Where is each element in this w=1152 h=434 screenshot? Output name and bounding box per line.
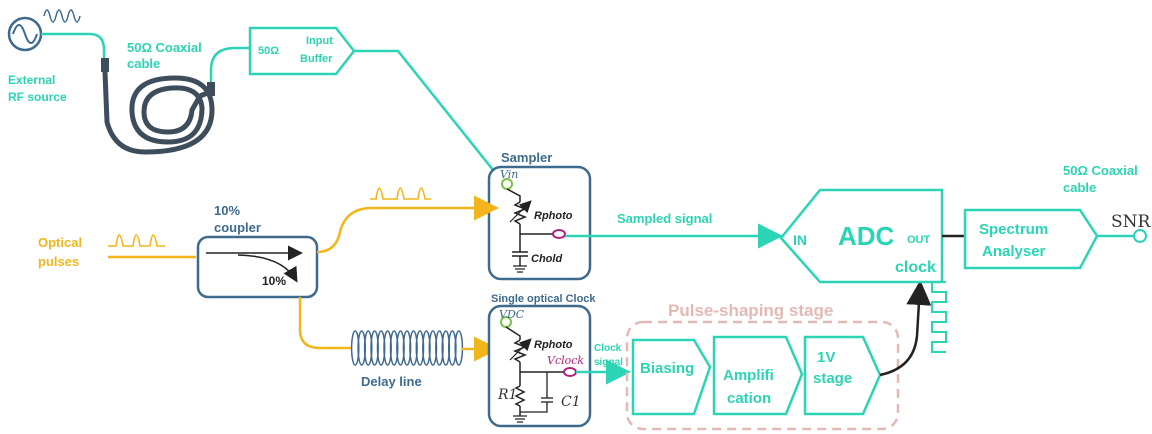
delay-line-coil: [350, 330, 464, 366]
biasing-block: [631, 338, 712, 416]
chold-label: Chold: [531, 253, 562, 265]
delay-coil-loop: [435, 330, 444, 366]
sampler-output-node-icon: [552, 229, 566, 239]
rphoto-2-label: Rphoto: [534, 339, 573, 351]
spectrum-analyser: Spectrum Analyser: [963, 208, 1099, 270]
input-buffer: 50Ω Input Buffer: [248, 26, 356, 76]
clock-signal-label-1: Clock: [594, 343, 622, 354]
rf-source: External RF source: [7, 9, 81, 104]
coupler-box: 10% coupler 10%: [196, 203, 319, 299]
r1-resistor-icon: [514, 385, 526, 407]
buffer-label-1: Input: [306, 35, 333, 47]
vclock-node-icon: [563, 367, 577, 377]
c1-label: C1: [561, 394, 581, 410]
biasing-label: Biasing: [640, 360, 694, 377]
coax2-label-2: cable: [1063, 180, 1096, 195]
pulse-to-adc-clock-line: [879, 280, 932, 377]
pulse-stage-title: Pulse-shaping stage: [668, 301, 833, 320]
rf-source-label-1: External: [8, 73, 55, 87]
coax2-label-1: 50Ω Coaxial: [1063, 163, 1138, 178]
coax1-label-1: 50Ω Coaxial: [127, 40, 202, 55]
coupler-ratio-label: 10%: [262, 274, 286, 288]
cable-connector-right: [207, 82, 215, 96]
spectrum-label-2: Analyser: [982, 243, 1046, 260]
r1-label: R1: [497, 387, 517, 403]
optical-input: Optical pulses: [38, 234, 196, 269]
cable-connector-left: [101, 58, 109, 72]
delay-line-label: Delay line: [361, 374, 422, 389]
coupler-to-delay-optical: [298, 297, 352, 350]
adc-block: IN ADC OUT clock: [779, 188, 944, 284]
sampler-title: Sampler: [501, 150, 552, 165]
optical-label-1: Optical: [38, 235, 82, 250]
rphoto-1-label: Rphoto: [534, 210, 573, 222]
buffer-label-2: Buffer: [300, 53, 333, 65]
coaxial-cable-1: 50Ω Coaxial cable: [41, 32, 250, 155]
vin-label: Vin: [500, 168, 518, 181]
optical-pulses-icon-1: [108, 234, 165, 247]
optical-clock-box: Single optical Clock VDC Rphoto Vclock R…: [487, 293, 596, 428]
photoresistor-2-icon: [512, 339, 528, 363]
sampled-signal-label: Sampled signal: [617, 211, 712, 226]
vdc-label: VDC: [499, 308, 525, 321]
delay-coil-loop: [409, 330, 418, 366]
clock-square-wave-icon: [931, 281, 947, 353]
sampler-box: Sampler Vin Rphoto Chold: [487, 150, 592, 281]
coax1-label-2: cable: [127, 56, 160, 71]
one-v-stage-block: [803, 335, 882, 416]
sine-wave-output-icon: [43, 9, 81, 23]
optical-pulses-icon-2: [370, 187, 431, 200]
buffer-ohm-label: 50Ω: [258, 45, 279, 57]
amplification-block: [712, 335, 804, 416]
delay-coil-loop: [389, 330, 399, 366]
coil-icon: [102, 69, 215, 155]
coupler-to-sampler-optical: [316, 195, 499, 254]
adc-out-label: OUT: [907, 234, 931, 246]
one-v-label-1: 1V: [817, 349, 835, 366]
snr-label: SNR: [1111, 212, 1152, 232]
vclock-label: Vclock: [547, 354, 584, 367]
delay-coil-loop: [363, 330, 373, 366]
photoresistor-1-icon: [512, 201, 528, 225]
amplif-label-1: Amplifi: [723, 367, 774, 384]
buffer-to-sampler-line: [354, 49, 498, 176]
adc-clock-label: clock: [895, 259, 936, 276]
ground-2-icon: [513, 415, 527, 423]
coupler-label-2: coupler: [214, 220, 261, 235]
snr-output-node-icon: [1133, 229, 1147, 243]
adc-in-label: IN: [793, 232, 807, 248]
one-v-label-2: stage: [813, 370, 852, 387]
optical-label-2: pulses: [38, 254, 79, 269]
amplif-label-2: cation: [727, 390, 771, 407]
spectrum-label-1: Spectrum: [979, 221, 1048, 238]
ground-1-icon: [513, 265, 527, 273]
rf-source-label-2: RF source: [8, 90, 67, 104]
single-clock-title: Single optical Clock: [491, 293, 596, 305]
clock-signal-label-2: signal: [594, 357, 623, 368]
pulse-shaping-stage: Pulse-shaping stage Biasing Amplifi cati…: [625, 301, 900, 431]
coupler-label-1: 10%: [214, 203, 240, 218]
adc-title: ADC: [838, 221, 895, 251]
sine-symbol-icon: [12, 24, 38, 44]
